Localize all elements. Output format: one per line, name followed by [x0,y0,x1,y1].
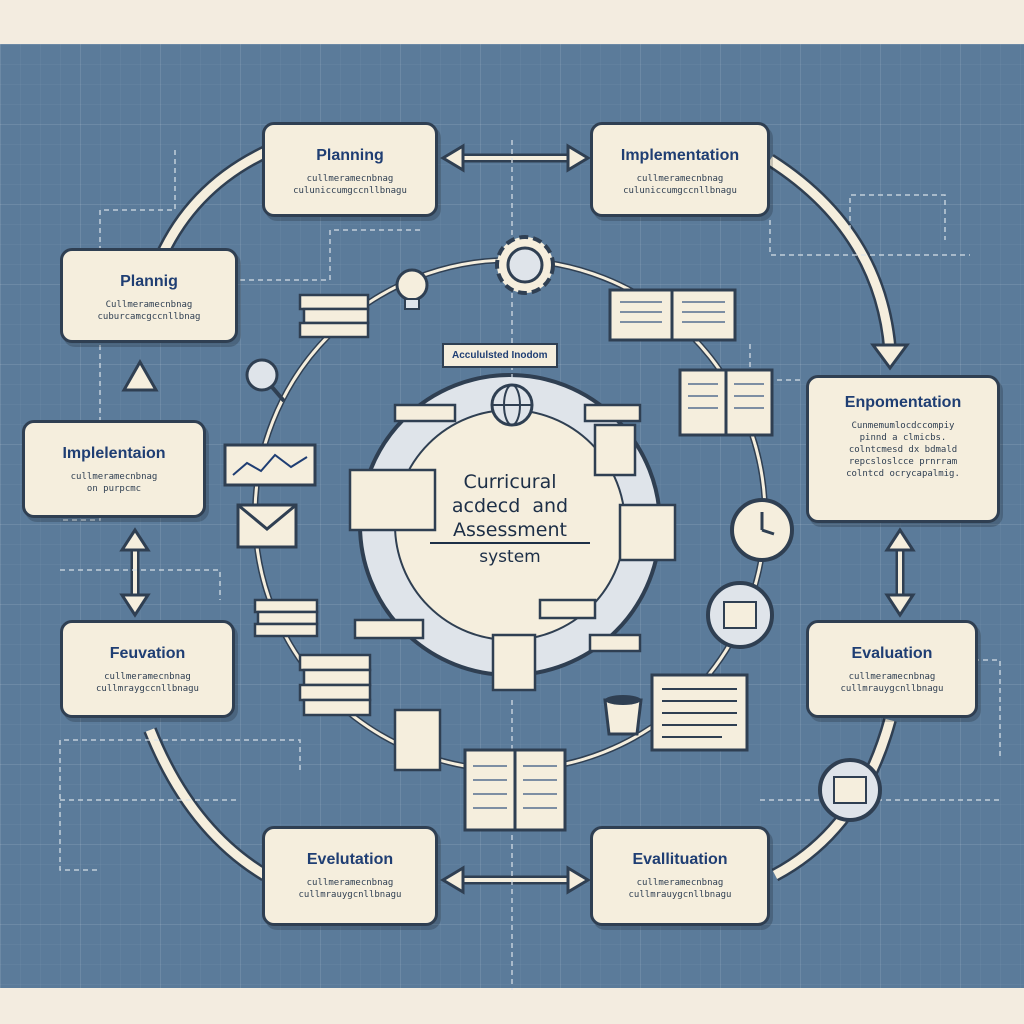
card-title: Evallituation [632,851,728,868]
card-top-left: Planning cullmeramecnbnag culuniccumgccn… [262,122,438,217]
book-icon-top [608,288,737,342]
center-title-line-4: system [479,547,541,567]
center-title-line-2: acdecd and [451,495,569,517]
document-badge-icon [818,758,882,822]
globe-icon [490,383,534,427]
double-arrow-bottom [440,865,591,895]
coffee-cup-icon [603,695,643,736]
card-left-3: Feuvation cullmeramecnbnag cullmraygccnl… [60,620,235,718]
center-title-line-1: Curricural [463,471,557,493]
center-title-line-3: Assessment [430,518,590,544]
book-icon-right [678,368,774,437]
double-arrow-right [884,527,916,618]
card-title: Plannig [120,273,178,290]
card-bottom-right: Evallituation cullmeramecnbnag cullmrauy… [590,826,770,926]
double-arrow-left [119,527,151,618]
card-title: Feuvation [109,645,186,662]
card-body: cullmeramecnbnag culuniccumgccnllbnagu [293,174,407,196]
card-left-1: Plannig Cullmeramecnbnag cuburcamcgccnll… [60,248,238,343]
card-right-1: Enpomentation Cunmemumlocdccompiy pinnd … [806,375,1000,523]
card-title: Evaluation [851,645,933,662]
envelope-icon [236,503,298,549]
document-icon-bottom-right [650,673,749,752]
card-title: Implelentaion [62,445,166,462]
book-icon-bottom [463,748,567,832]
magnifier-icon [245,358,286,403]
arrow-head-left [121,358,159,392]
card-title: Planning [316,147,384,164]
chart-icon [223,443,317,487]
card-body: cullmeramecnbnag cullmraygccnllbnagu [96,672,199,694]
card-body: Cunmemumlocdccompiy pinnd a clmicbs. col… [846,421,960,479]
gear-icon [495,235,555,295]
card-top-right: Implementation cullmeramecnbnag culunicc… [590,122,770,217]
small-card-icons [348,403,677,772]
center-title: Curricural acdecd and Assessment system [430,470,590,570]
book-stack-icon-left [298,653,372,717]
arrow-head-right [870,343,910,371]
card-title: Implementation [620,147,740,164]
card-body: cullmeramecnbnag cullmrauygcnllbnagu [628,878,732,900]
card-title: Enpomentation [844,394,962,411]
card-title: Evelutation [306,851,394,868]
book-stack-icon-upper-left [298,293,370,339]
card-body: Cullmeramecnbnag cuburcamcgccnllbnag [97,300,201,322]
card-right-2: Evaluation cullmeramecnbnag cullmrauygcn… [806,620,978,718]
card-body: cullmeramecnbnag cullmrauygcnllbnagu [298,878,402,900]
image-badge-icon [706,581,774,649]
card-left-2: Implelentaion cullmeramecnbnag on purpcm… [22,420,206,518]
outer-arc-bottom-left [143,727,269,882]
book-stack-icon-mid-left [253,598,319,638]
card-body: cullmeramecnbnag cullmrauygcnllbnagu [840,672,944,694]
card-body: cullmeramecnbnag on purpcmc [70,472,158,494]
card-body: cullmeramecnbnag culuniccumgccnllbnagu [623,174,737,196]
lightbulb-icon [395,268,429,310]
double-arrow-top [440,143,591,173]
header-tag: Accululsted Inodom [442,343,558,368]
clock-icon [730,498,794,562]
card-bottom-left: Evelutation cullmeramecnbnag cullmrauygc… [262,826,438,926]
